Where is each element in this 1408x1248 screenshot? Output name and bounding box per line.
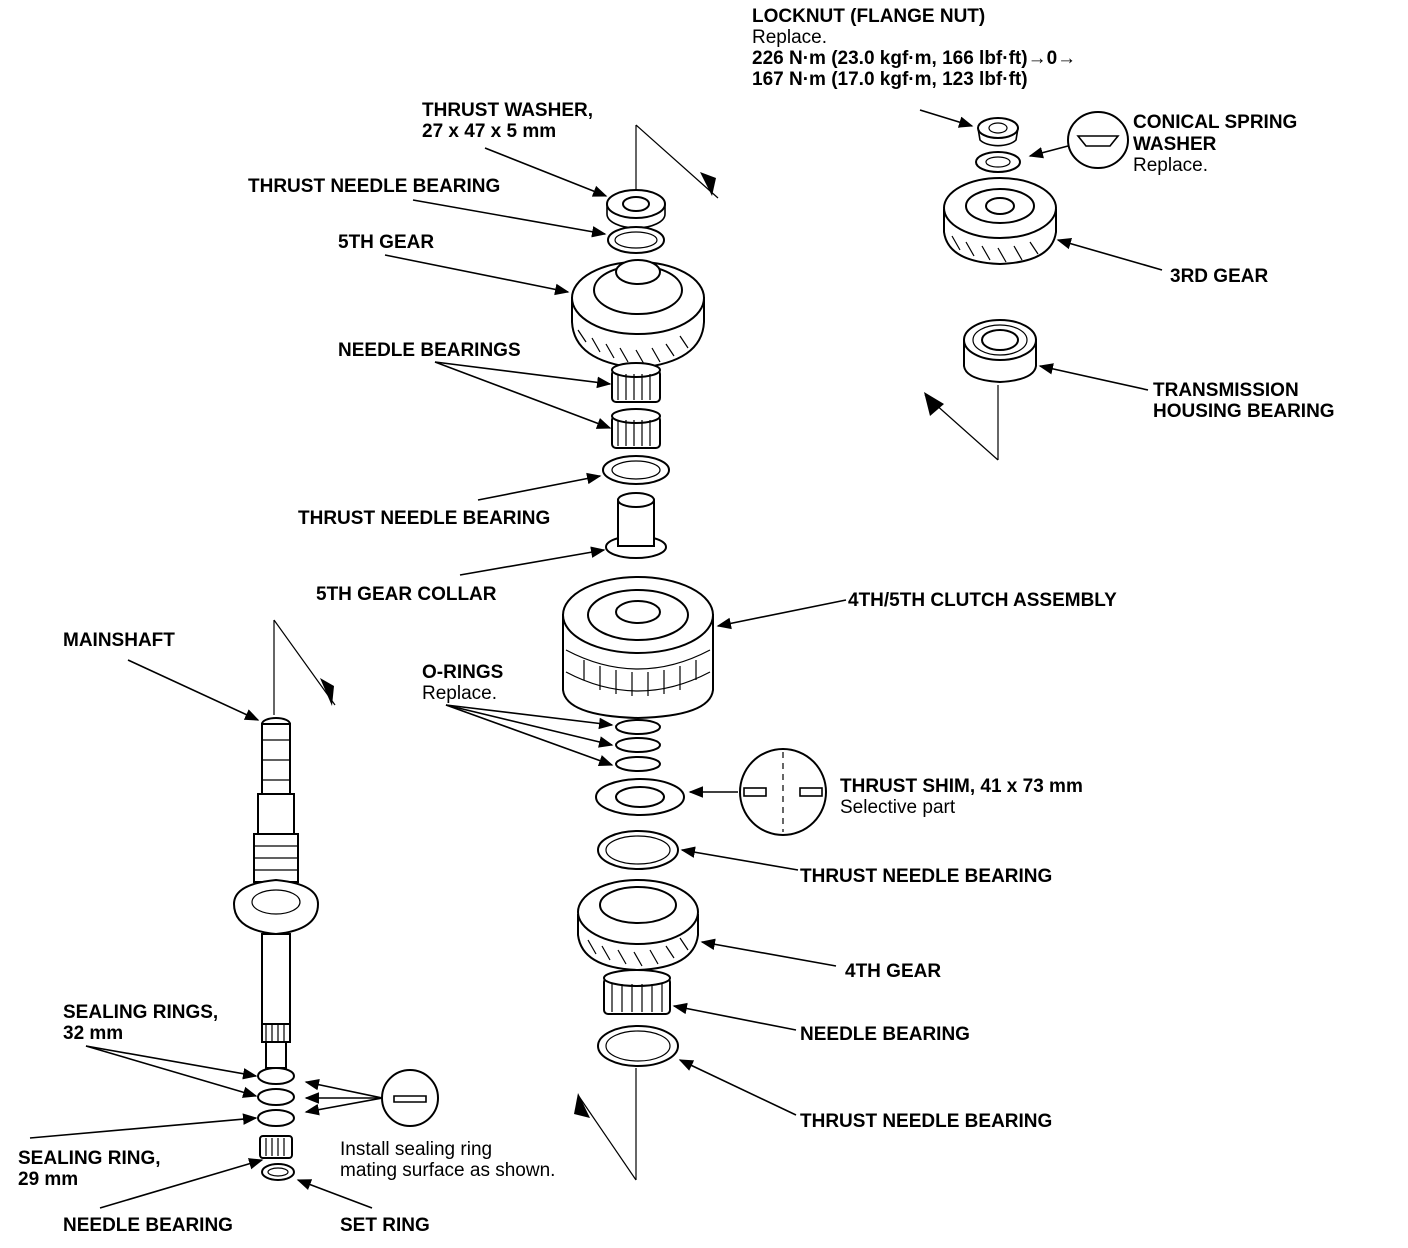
transmission-housing-bearing-line2: HOUSING BEARING bbox=[1153, 401, 1335, 422]
needle-bearings-part bbox=[611, 362, 661, 449]
thrust-needle-bearing-mid-part bbox=[602, 455, 670, 485]
o-rings-part bbox=[615, 719, 661, 772]
third-gear-label: 3RD GEAR bbox=[1170, 266, 1268, 287]
thrust-shim-part bbox=[595, 778, 685, 816]
thrust-shim-note: Selective part bbox=[840, 797, 956, 818]
locknut-part bbox=[977, 117, 1019, 147]
mainshaft-part bbox=[232, 717, 320, 1069]
needle-bearing-right-label: NEEDLE BEARING bbox=[800, 1024, 970, 1045]
needle-bearing-left-label: NEEDLE BEARING bbox=[63, 1215, 233, 1236]
thrust-needle-bearing-bottom-part bbox=[597, 1025, 679, 1067]
conical-spring-washer-line1: CONICAL SPRING bbox=[1133, 112, 1297, 133]
sealing-rings-line2: 32 mm bbox=[63, 1023, 123, 1044]
center-axis-lines bbox=[574, 124, 719, 1181]
needle-bearings-label: NEEDLE BEARINGS bbox=[338, 340, 521, 361]
mainshaft-label: MAINSHAFT bbox=[63, 630, 175, 651]
locknut-torque-1: 226 N·m (23.0 kgf·m, 166 lbf·ft)→0→ bbox=[752, 48, 1076, 69]
o-rings-title: O-RINGS bbox=[422, 662, 503, 683]
sealing-rings-line1: SEALING RINGS, bbox=[63, 1002, 218, 1023]
clutch-assembly-part bbox=[562, 576, 714, 720]
needle-bearing-right-part bbox=[603, 969, 671, 1015]
thrust-washer-line1: THRUST WASHER, bbox=[422, 100, 593, 121]
transmission-housing-bearing-line1: TRANSMISSION bbox=[1153, 380, 1299, 401]
clutch-assembly-label: 4TH/5TH CLUTCH ASSEMBLY bbox=[848, 590, 1117, 611]
sealing-ring-detail-icon bbox=[381, 1069, 439, 1127]
needle-bearing-left-part bbox=[259, 1135, 293, 1159]
leader-lines bbox=[29, 109, 1163, 1209]
transmission-housing-bearing-part bbox=[963, 319, 1037, 384]
fifth-gear-label: 5TH GEAR bbox=[338, 232, 434, 253]
thrust-shim-detail-icon bbox=[739, 748, 827, 836]
thrust-needle-bearing-mid-label: THRUST NEEDLE BEARING bbox=[298, 508, 550, 529]
locknut-torque-2: 167 N·m (17.0 kgf·m, 123 lbf·ft) bbox=[752, 69, 1028, 90]
thrust-needle-bearing-bottom-label: THRUST NEEDLE BEARING bbox=[800, 1111, 1052, 1132]
conical-washer-detail-icon bbox=[1067, 111, 1129, 169]
set-ring-label: SET RING bbox=[340, 1215, 430, 1236]
locknut-title: LOCKNUT (FLANGE NUT) bbox=[752, 6, 985, 27]
third-gear-part bbox=[943, 177, 1057, 266]
thrust-needle-bearing-top-label: THRUST NEEDLE BEARING bbox=[248, 176, 500, 197]
sealing-ring-line1: SEALING RING, bbox=[18, 1148, 161, 1169]
fourth-gear-part bbox=[577, 879, 699, 972]
thrust-washer-line2: 27 x 47 x 5 mm bbox=[422, 121, 556, 142]
mainshaft-axis-lines bbox=[273, 619, 336, 715]
o-rings-note: Replace. bbox=[422, 683, 497, 704]
conical-spring-washer-part bbox=[975, 151, 1021, 173]
labels: LOCKNUT (FLANGE NUT) Replace. 226 N·m (2… bbox=[18, 6, 1335, 1236]
conical-spring-washer-line2: WASHER bbox=[1133, 134, 1217, 155]
thrust-shim-title: THRUST SHIM, 41 x 73 mm bbox=[840, 776, 1083, 797]
fifth-gear-part bbox=[571, 259, 705, 370]
thrust-needle-bearing-lower-part bbox=[597, 830, 679, 870]
thrust-needle-bearing-top-part bbox=[607, 226, 665, 254]
sealing-ring-line2: 29 mm bbox=[18, 1169, 78, 1190]
thrust-washer-part bbox=[606, 189, 666, 229]
install-note-line2: mating surface as shown. bbox=[340, 1160, 555, 1181]
install-note-line1: Install sealing ring bbox=[340, 1139, 492, 1160]
right-axis-lines bbox=[924, 385, 999, 461]
sealing-rings-part bbox=[257, 1067, 295, 1127]
fifth-gear-collar-label: 5TH GEAR COLLAR bbox=[316, 584, 497, 605]
locknut-note: Replace. bbox=[752, 27, 827, 48]
set-ring-part bbox=[261, 1163, 296, 1181]
thrust-needle-bearing-lower-label: THRUST NEEDLE BEARING bbox=[800, 866, 1052, 887]
fourth-gear-label: 4TH GEAR bbox=[845, 961, 941, 982]
fifth-gear-collar-part bbox=[605, 492, 667, 559]
conical-spring-washer-note: Replace. bbox=[1133, 155, 1208, 176]
